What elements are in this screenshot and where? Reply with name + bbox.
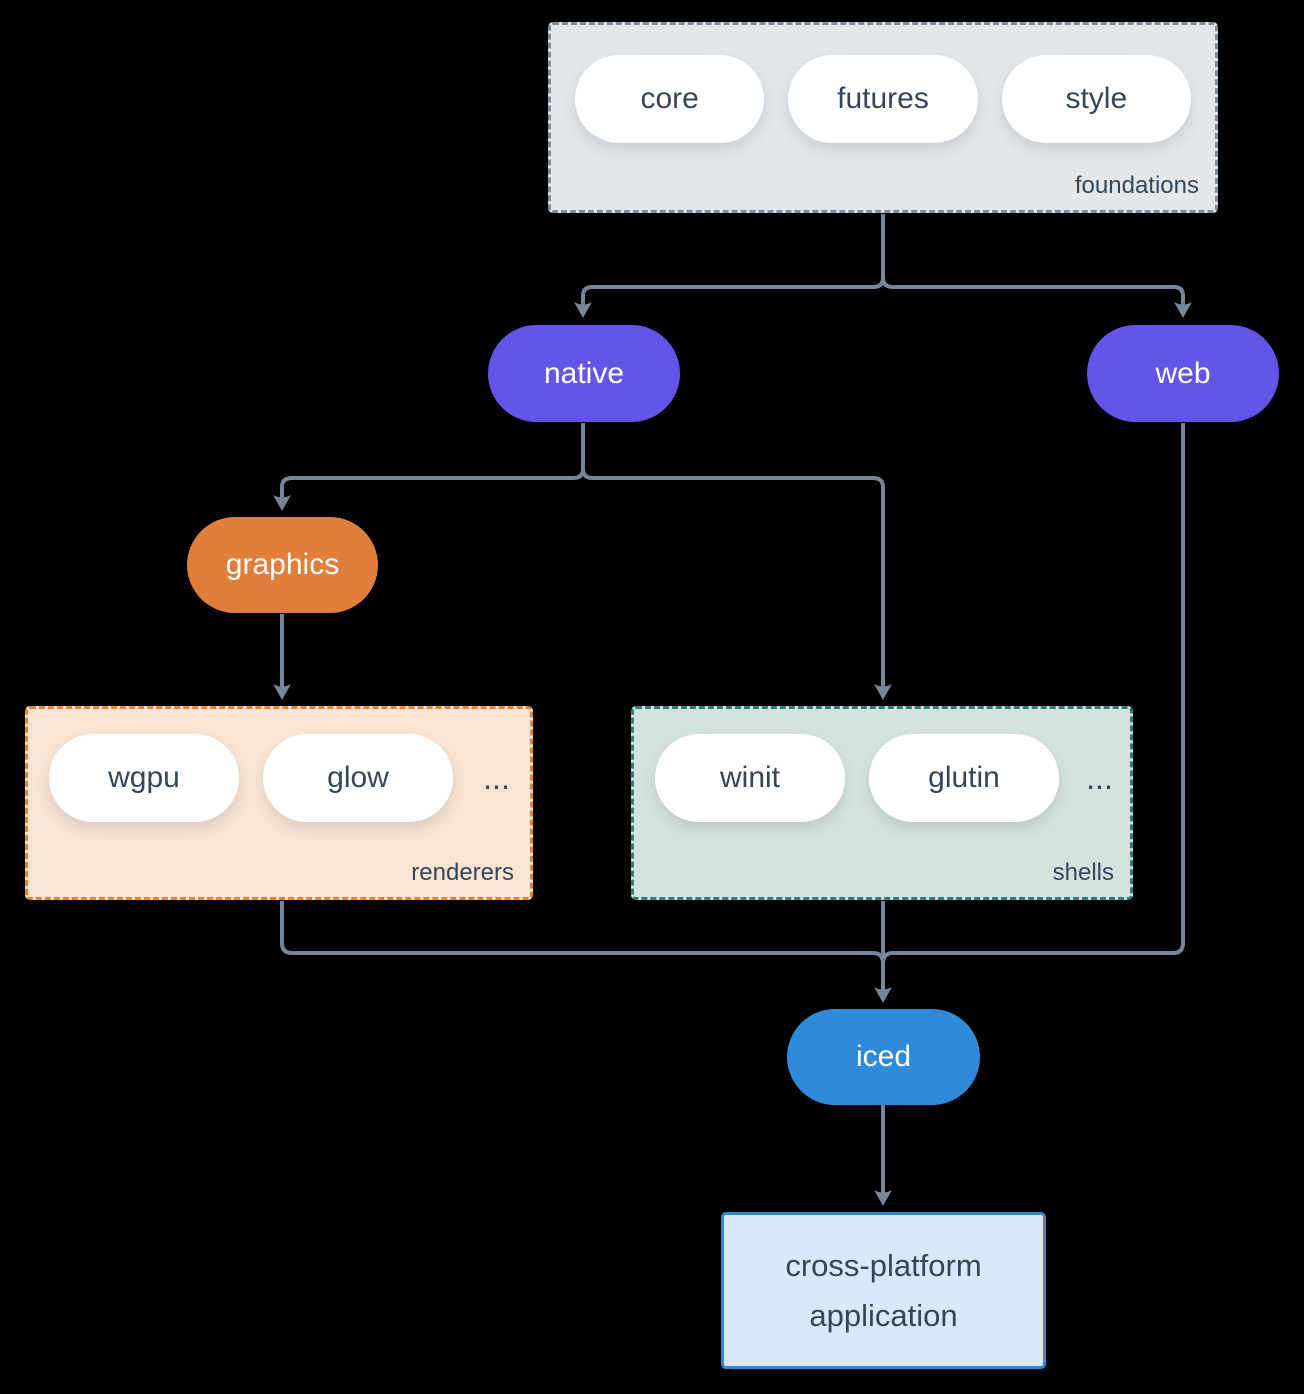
pill-glutin: glutin — [869, 734, 1059, 822]
arrowhead-shells — [874, 684, 892, 700]
pill-style: style — [1001, 55, 1191, 143]
arrow-renderers-to-merge — [280, 901, 885, 964]
renderers-label: renderers — [411, 859, 514, 886]
arrow-foundations-to-native — [581, 277, 885, 306]
arrowhead-renderers — [273, 684, 291, 700]
node-iced: iced — [787, 1009, 980, 1105]
shells-pill-row: winit glutin ... — [634, 709, 1130, 822]
arrow-foundations-to-web — [881, 277, 1185, 306]
shells-ellipsis: ... — [1086, 759, 1113, 796]
node-web: web — [1087, 325, 1279, 422]
arrowhead-web — [1174, 302, 1192, 318]
renderers-pill-row: wgpu glow ... — [28, 709, 530, 822]
renderers-ellipsis: ... — [483, 759, 510, 796]
arrow-native-to-shells — [581, 468, 885, 688]
group-renderers: wgpu glow ... renderers — [25, 706, 533, 900]
application-line-2: application — [809, 1297, 958, 1333]
node-graphics: graphics — [187, 517, 378, 613]
application-line-1: cross-platform — [785, 1247, 982, 1283]
node-native: native — [488, 325, 680, 422]
arrowhead-graphics — [273, 495, 291, 511]
pill-glow: glow — [263, 734, 453, 822]
cross-platform-application-box: cross-platform application — [721, 1212, 1046, 1369]
arrowhead-application — [874, 1190, 892, 1206]
pill-core: core — [575, 55, 765, 143]
arrowhead-native — [574, 302, 592, 318]
pill-futures: futures — [788, 55, 978, 143]
foundations-label: foundations — [1074, 172, 1199, 199]
group-foundations: core futures style foundations — [548, 22, 1218, 213]
pill-wgpu: wgpu — [49, 734, 239, 822]
group-shells: winit glutin ... shells — [631, 706, 1133, 900]
arrow-native-to-graphics — [280, 468, 585, 499]
arrowhead-iced — [874, 987, 892, 1003]
foundations-pill-row: core futures style — [551, 25, 1215, 143]
shells-label: shells — [1052, 859, 1114, 886]
pill-winit: winit — [655, 734, 845, 822]
